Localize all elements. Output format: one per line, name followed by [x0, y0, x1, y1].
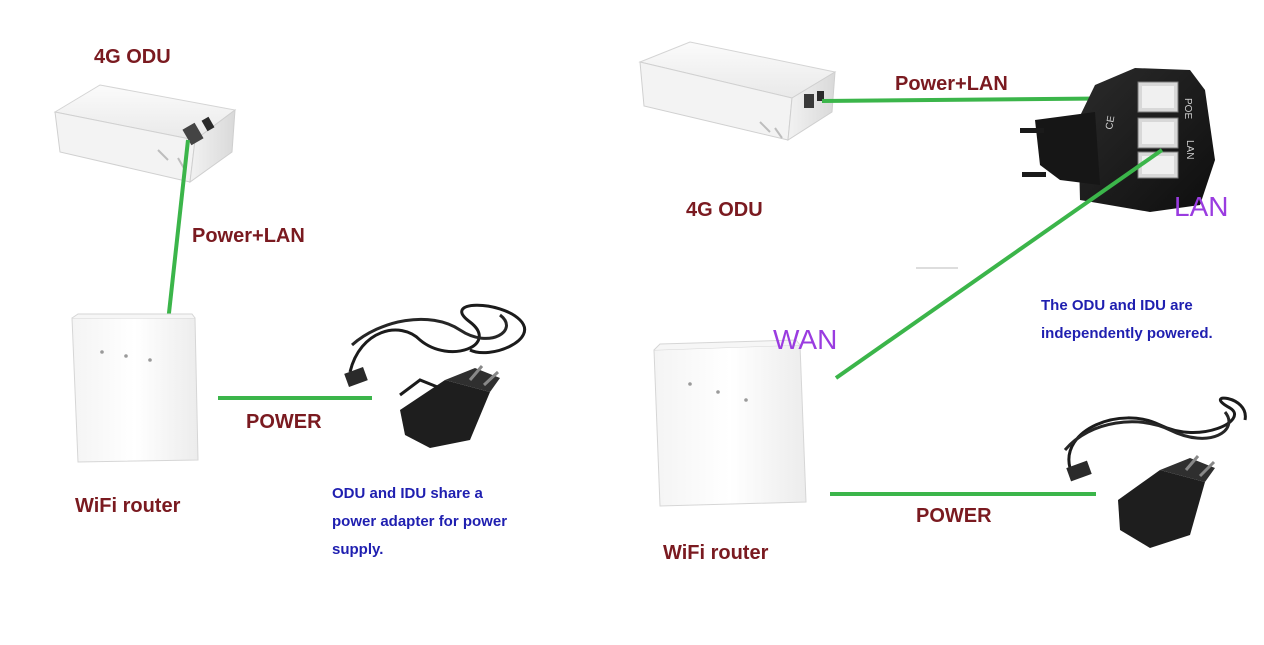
right-note: The ODU and IDU are independently powere… [1041, 292, 1213, 348]
right-power-adapter-device [1063, 396, 1247, 548]
left-wifi-router-device [71, 313, 199, 463]
left-note-line: power adapter for power [332, 513, 508, 530]
right-power-label: POWER [916, 505, 992, 527]
svg-text:CE: CE [1104, 115, 1117, 131]
left-odu-label: 4G ODU [94, 46, 171, 68]
wan-port-label: WAN [773, 324, 838, 355]
poe-port-label-poe: POE [1182, 98, 1193, 119]
right-note-line: The ODU and IDU are [1041, 297, 1193, 314]
right-lan-wan-cable [834, 148, 1164, 380]
right-cable-label: Power+LAN [895, 73, 1008, 95]
poe-injector-device: CE POE LAN [1020, 68, 1215, 212]
right-router-label: WiFi router [663, 542, 769, 564]
left-power-lan-cable [166, 139, 190, 323]
left-cable-label: Power+LAN [192, 225, 305, 247]
lan-port-label: LAN [1174, 191, 1229, 222]
left-power-adapter-device [344, 303, 527, 448]
left-power-label: POWER [246, 411, 322, 433]
right-wifi-router-device [653, 339, 807, 507]
left-router-label: WiFi router [75, 495, 181, 517]
right-odu-device [638, 41, 837, 141]
right-note-line: independently powered. [1041, 325, 1213, 342]
left-odu-device [53, 84, 237, 184]
right-odu-label: 4G ODU [686, 199, 763, 221]
left-note-line: ODU and IDU share a [332, 485, 483, 502]
poe-port-label-lan: LAN [1184, 140, 1195, 159]
left-note: ODU and IDU share a power adapter for po… [332, 480, 507, 564]
left-note-line: supply. [332, 541, 384, 558]
